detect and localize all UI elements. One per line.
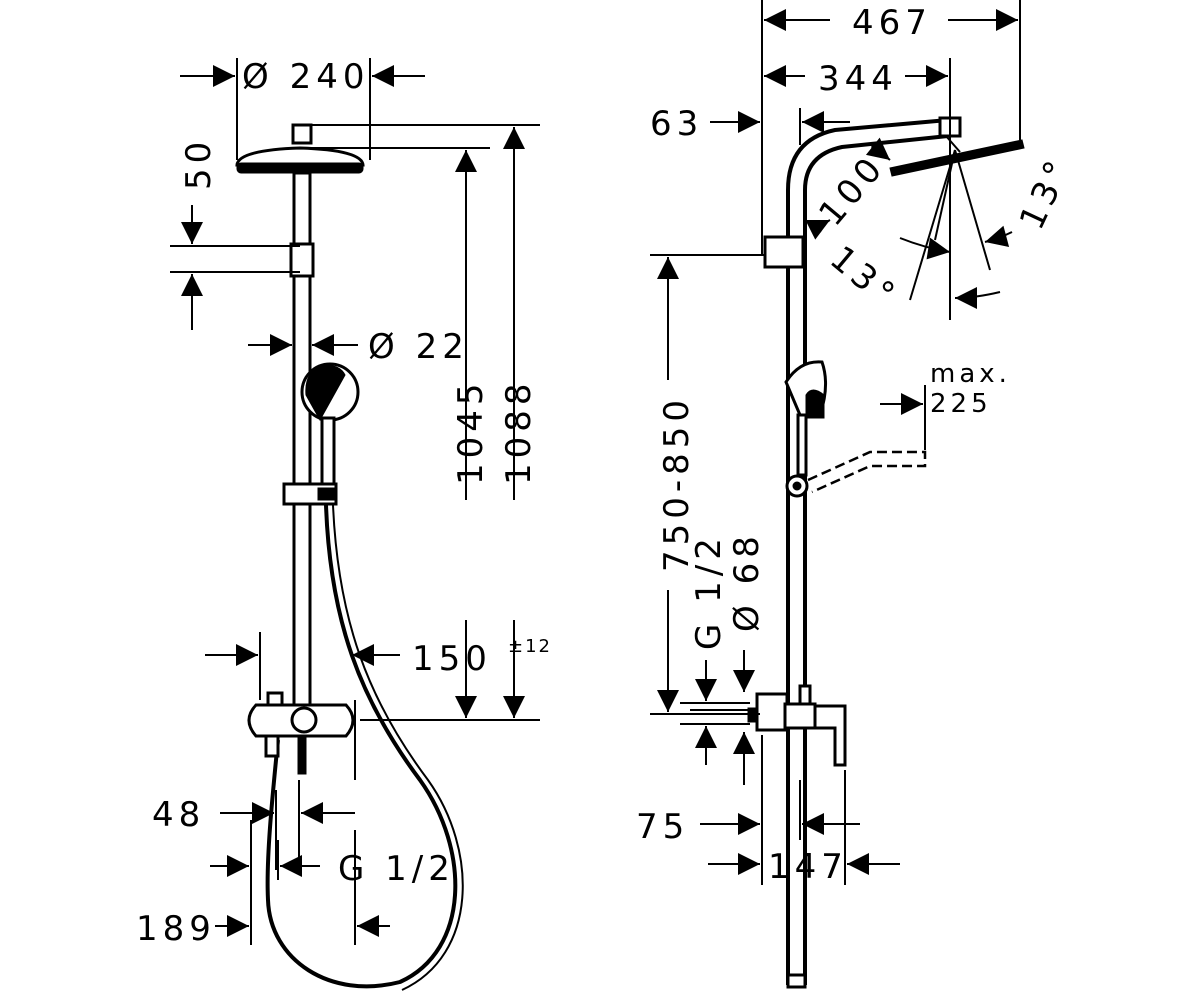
dim-spacing: 150 — [205, 632, 492, 780]
dim-thread-side: G 1/2 Ø 68 — [680, 531, 767, 785]
dim-text: 63 — [650, 104, 703, 144]
angle-text: 13° — [822, 238, 905, 317]
dim-height-range: 750-850 — [650, 254, 765, 715]
dim-text: 467 — [852, 3, 932, 43]
tolerance-text: ±12 — [508, 636, 552, 657]
dim-wall-offset: 63 — [650, 104, 850, 145]
dim-depth-75: 75 — [636, 735, 860, 885]
shower-hose — [265, 504, 464, 991]
dim-text: 750-850 — [657, 395, 697, 572]
dim-depth: 189 — [136, 830, 390, 949]
dim-rail-diameter: Ø 22 — [248, 327, 469, 367]
dim-thread: G 1/2 — [210, 820, 455, 945]
hand-shower-range — [807, 450, 927, 494]
dim-text: 147 — [768, 847, 848, 887]
dim-width-48: 48 — [152, 780, 355, 870]
max-label: max. — [930, 359, 1011, 389]
max-value: 225 — [930, 389, 992, 419]
dim-head-height: 50 — [170, 137, 300, 330]
dim-arm-projection: 344 — [764, 58, 951, 320]
dim-text: 75 — [636, 807, 689, 847]
dim-text: 1045 — [451, 378, 491, 485]
dim-text: Ø 240 — [242, 57, 369, 97]
dim-text: G 1/2 — [338, 849, 455, 889]
hand-shower — [282, 362, 360, 506]
dim-overall-width: 467 — [761, 0, 1021, 255]
front-view: Ø 240 50 Ø 22 1045 1088 ±12 — [136, 57, 552, 991]
dim-text: 150 — [412, 639, 492, 679]
side-mixer — [747, 684, 847, 767]
dim-max-reach: max. 225 — [880, 359, 1011, 450]
dim-text: Ø 22 — [368, 327, 469, 367]
dim-text: Ø 68 — [727, 531, 767, 632]
dim-text: 344 — [818, 59, 898, 99]
dim-head-diameter: Ø 240 — [180, 57, 425, 160]
side-overhead-shower — [889, 116, 1025, 177]
thermostat-mixer — [247, 691, 355, 775]
shower-rail — [289, 171, 315, 720]
dim-depth-147: 147 — [708, 770, 900, 887]
dim-text: G 1/2 — [689, 533, 729, 650]
side-rail — [763, 118, 949, 989]
dim-text: 50 — [179, 137, 219, 190]
side-hand-shower — [784, 360, 827, 498]
side-view: 467 344 63 100° 13° 13° — [636, 0, 1080, 989]
angle-text: 13° — [1012, 151, 1080, 236]
dim-text: 1088 — [499, 378, 539, 485]
dim-text: 48 — [152, 795, 205, 835]
dim-overall-height: 1045 1088 ±12 — [300, 124, 552, 721]
dim-text: 189 — [136, 909, 216, 949]
